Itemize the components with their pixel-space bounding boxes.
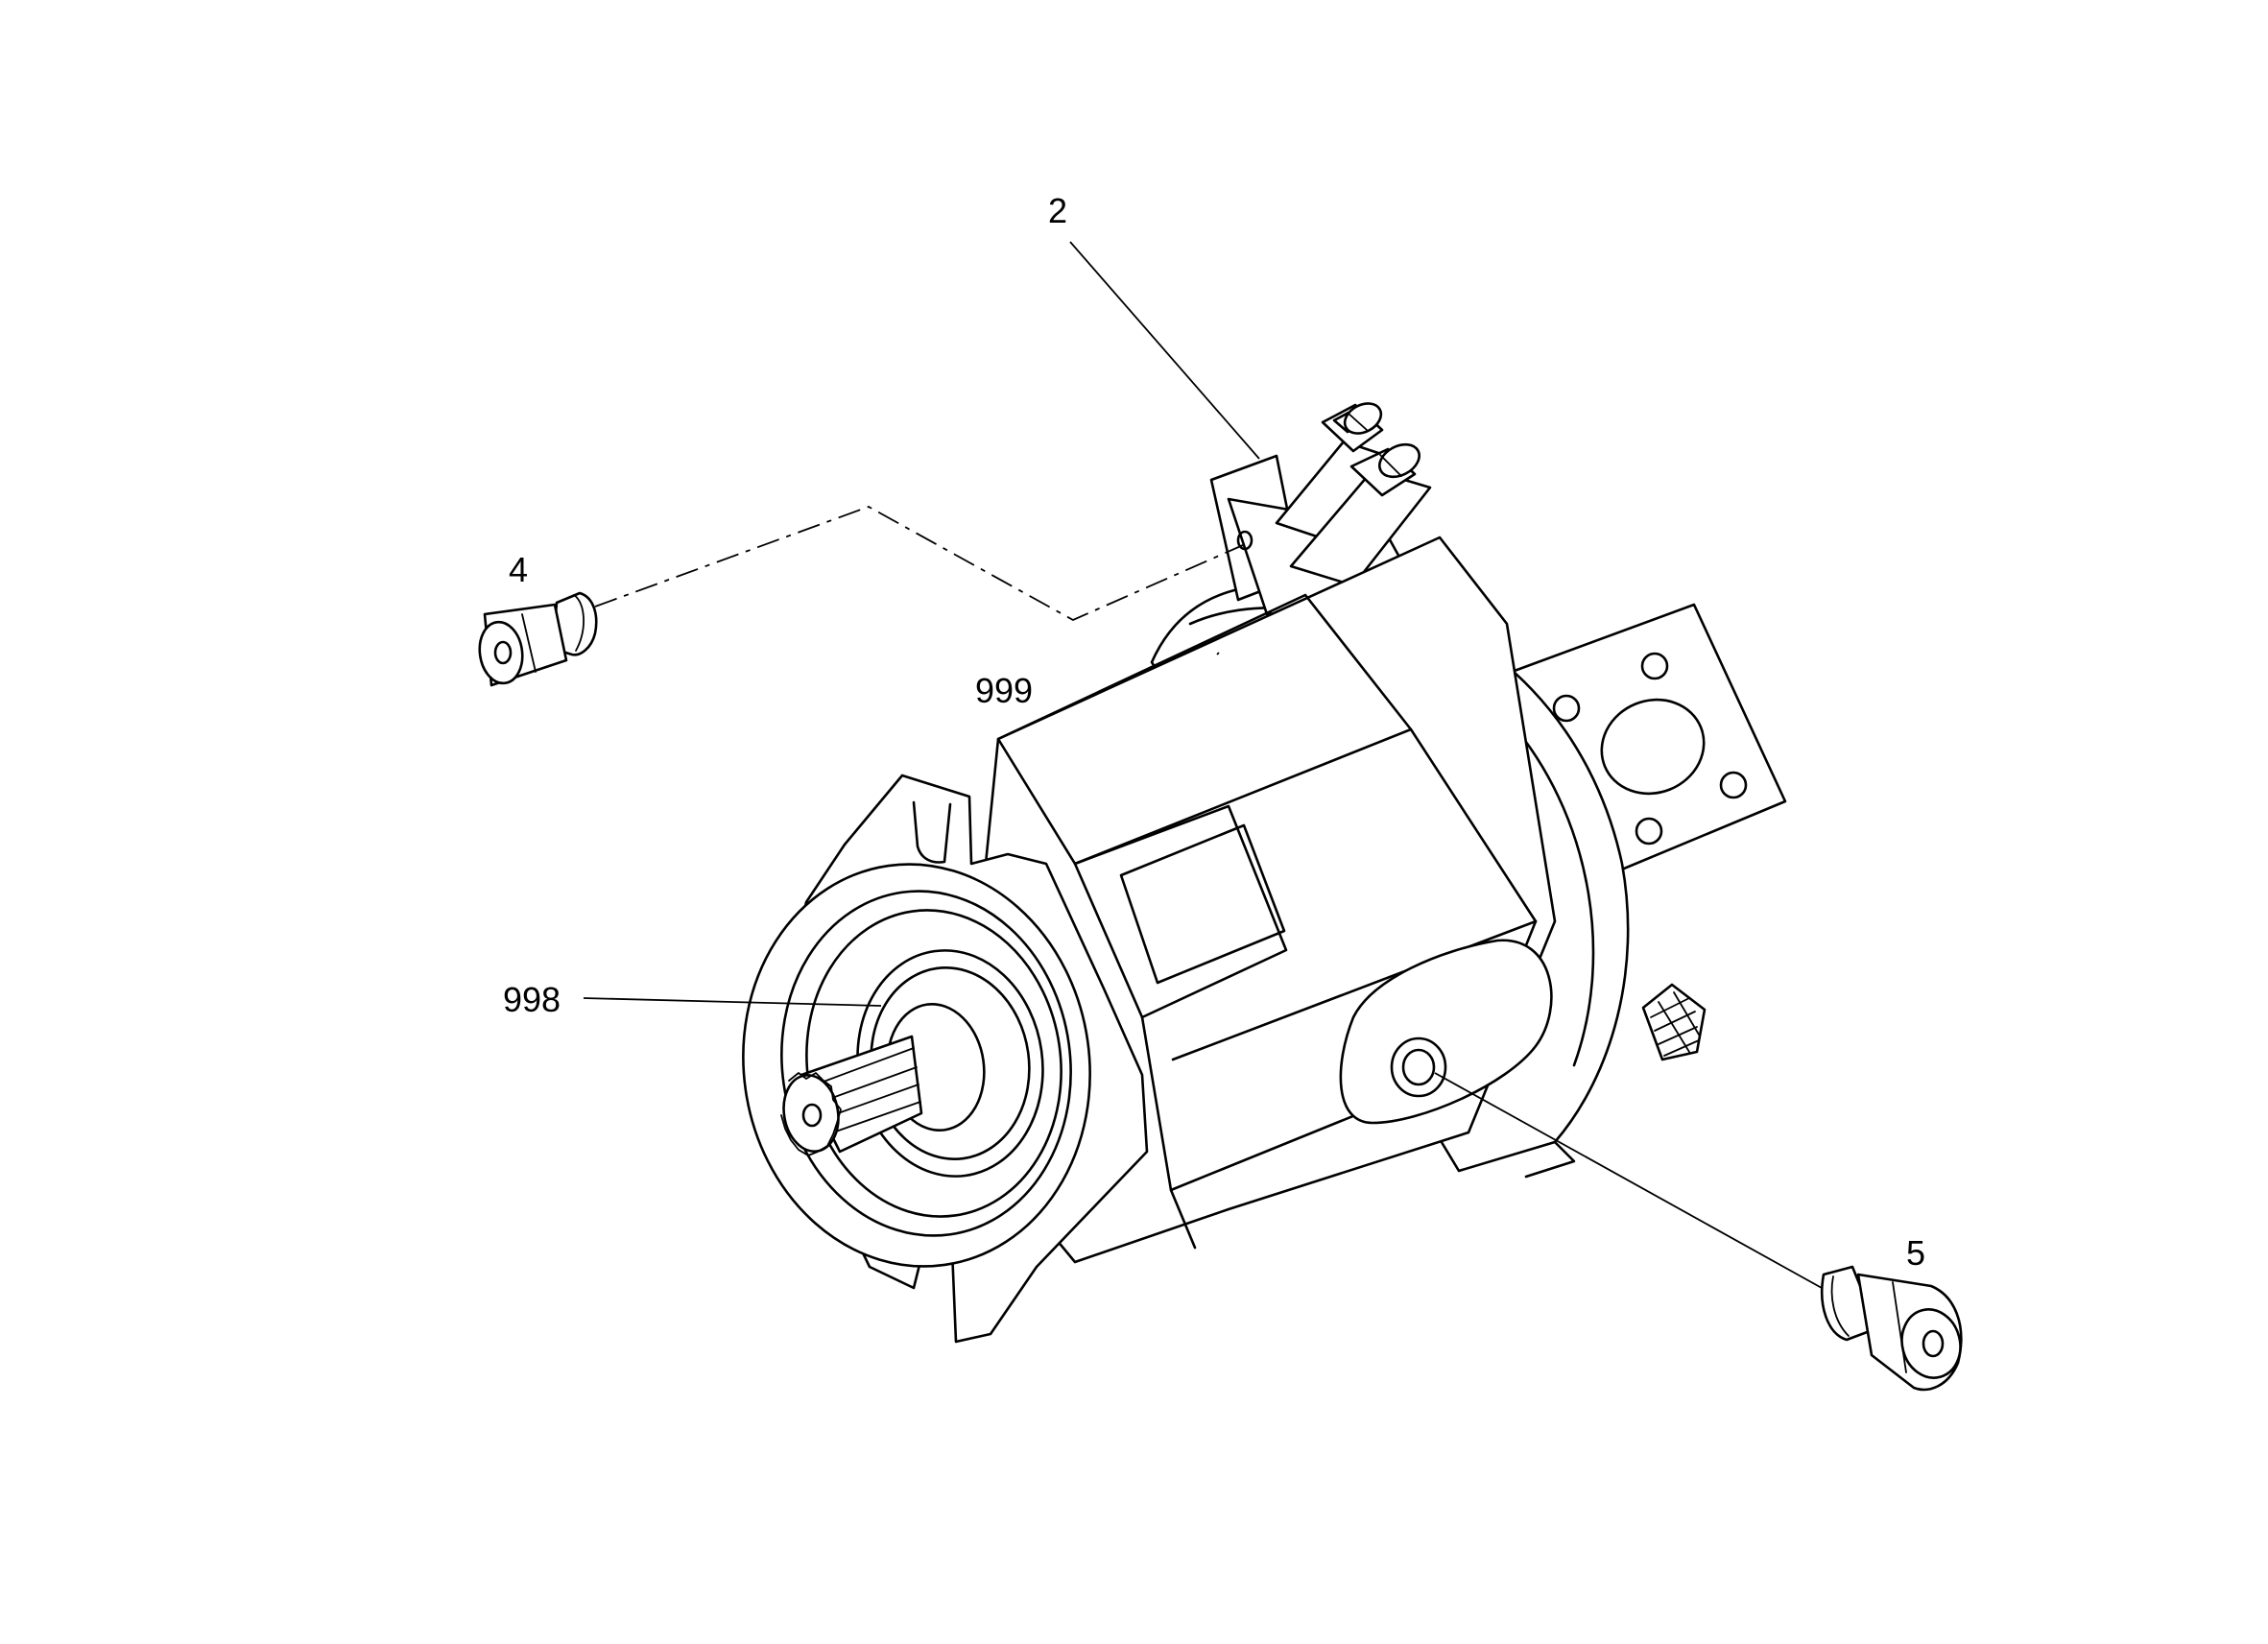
control-valve-block [1209, 402, 1432, 616]
leader-line-998 [583, 997, 882, 1007]
valve-fitting-upper [1321, 402, 1384, 453]
leader-line-2 [1069, 241, 1260, 460]
callout-2: 2 [1048, 191, 1067, 230]
callout-labels: 2 4 999 998 5 [503, 191, 1925, 1273]
leader-line-4 [594, 506, 1244, 622]
callout-998: 998 [503, 980, 561, 1019]
rear-knurled-plug [1641, 983, 1707, 1061]
callout-5: 5 [1906, 1233, 1925, 1273]
side-port-boss [1339, 939, 1553, 1125]
callout-4: 4 [509, 550, 528, 589]
leader-lines [583, 241, 1823, 1289]
leader-line-999 [1216, 652, 1220, 655]
callout-999: 999 [975, 671, 1033, 710]
leader-line-5 [1434, 1072, 1823, 1289]
plug-5 [1820, 1265, 1963, 1392]
valve-fitting-lower [1349, 442, 1420, 497]
plug-4 [478, 591, 598, 687]
splined-drive-shaft [780, 1035, 923, 1156]
